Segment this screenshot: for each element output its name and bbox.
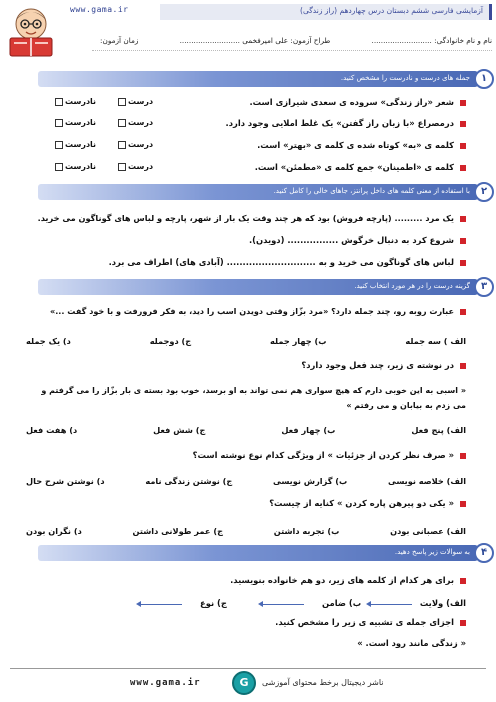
word-3: ج) نوع: [200, 598, 227, 608]
checkbox-icon[interactable]: [55, 162, 63, 171]
mc-options-3: الف) خلاصه نویسی ب) گزارش نویسی ج) نوشتن…: [26, 476, 466, 486]
mc-options-1: الف ) سه جمله ب) چهار جمله ج) دوجمله د) …: [26, 336, 466, 346]
mc-option[interactable]: ج) نوشتن زندگی نامه: [145, 476, 233, 486]
tf-false-1[interactable]: نادرست: [55, 97, 96, 106]
checkbox-icon[interactable]: [118, 118, 126, 127]
checkbox-icon[interactable]: [55, 97, 63, 106]
tf-item-4: کلمه ی «اطمینان» جمع کلمه ی «مطمئن» است.: [26, 162, 466, 172]
mc-option[interactable]: الف) پنج فعل: [411, 425, 466, 435]
arrow-left-icon: [366, 601, 412, 607]
mc-option[interactable]: ب) تجربه داشتن: [273, 526, 340, 536]
mc-option[interactable]: ب) چهار فعل: [281, 425, 336, 435]
checkbox-icon[interactable]: [118, 97, 126, 106]
bullet-icon: [460, 99, 466, 106]
page-footer: www.gama.ir G ناشر دیجیتال برخط محتوای آ…: [0, 670, 496, 702]
bullet-icon: [460, 500, 466, 507]
footer-publisher: ناشر دیجیتال برخط محتوای آموزشی: [262, 678, 384, 687]
header-divider: [92, 50, 492, 51]
arrow-left-icon: [258, 601, 304, 607]
mc-question-3: « صرف نظر کردن از جزئیات » از ویژگی کدام…: [26, 450, 466, 460]
section-4-header: به سوالات زیر پاسخ دهید.: [38, 545, 478, 561]
checkbox-icon[interactable]: [118, 162, 126, 171]
mc-options-2: الف) پنج فعل ب) چهار فعل ج) شش فعل د) هف…: [26, 425, 466, 435]
bullet-icon: [460, 362, 466, 369]
mc-option[interactable]: الف) عصبانی بودن: [390, 526, 466, 536]
mc-option[interactable]: د) هفت فعل: [26, 425, 78, 435]
mc-option[interactable]: ج) عمر طولانی داشتن: [132, 526, 223, 536]
section-3-header: گزینه درست را در هر مورد انتخاب کنید.: [38, 279, 478, 295]
tf-false-3[interactable]: نادرست: [55, 140, 96, 149]
mc-question-1: عبارت روبه رو، چند جمله دارد؟ «مرد بزّاز…: [26, 306, 466, 316]
bullet-icon: [460, 308, 466, 315]
mc-options-4: الف) عصبانی بودن ب) تجربه داشتن ج) عمر ط…: [26, 526, 466, 536]
bullet-icon: [460, 120, 466, 127]
bullet-icon: [460, 619, 466, 626]
tf-true-1[interactable]: درست: [118, 97, 153, 106]
tf-true-4[interactable]: درست: [118, 162, 153, 171]
exam-time-field[interactable]: زمان آزمون:: [100, 36, 139, 45]
q4-question-2: اجزای جمله ی تشبیه ی زیر را مشخص کنید.: [26, 617, 466, 627]
mc-option[interactable]: د) نگران بودن: [26, 526, 82, 536]
section-3-number: ۳: [474, 277, 494, 297]
tf-item-2: درمصراع «با زبان راز گفتن» یک غلط املایی…: [26, 118, 466, 128]
fill-item-3: لباس های گوناگون می خرید و به ..........…: [26, 257, 466, 267]
mc-option[interactable]: الف) خلاصه نویسی: [388, 476, 466, 486]
mc-question-2-text: « اسبی به این خوبی دارم که هیچ سواری هم …: [41, 386, 466, 410]
gama-logo-icon: G: [232, 671, 256, 695]
section-2-header: با استفاده از معنی کلمه های داخل پرانتز،…: [38, 184, 478, 200]
footer-site-url[interactable]: www.gama.ir: [130, 678, 201, 688]
header-site-url: www.gama.ir: [70, 5, 129, 14]
student-name-field[interactable]: نام و نام خانوادگی: ....................…: [371, 36, 492, 45]
q4-question-1: برای هر کدام از کلمه های زیر، دو هم خانو…: [26, 575, 466, 585]
word-2: ب) ضامن: [322, 598, 362, 608]
mc-question-4: « یکی دو پیرهن پاره کردن » کنایه از چیست…: [26, 498, 466, 508]
checkbox-icon[interactable]: [55, 140, 63, 149]
checkbox-icon[interactable]: [118, 140, 126, 149]
bullet-icon: [460, 259, 466, 266]
mc-option[interactable]: ج) شش فعل: [153, 425, 206, 435]
section-1-title: جمله های درست و نادرست را مشخص کنید.: [340, 74, 470, 82]
bullet-icon: [460, 142, 466, 149]
section-4-title: به سوالات زیر پاسخ دهید.: [394, 548, 470, 556]
mc-option[interactable]: ب) چهار جمله: [270, 336, 327, 346]
tf-true-3[interactable]: درست: [118, 140, 153, 149]
page-header: www.gama.ir آزمایشی فارسی ششم دبستان درس…: [0, 0, 496, 62]
section-1-number: ۱: [474, 69, 494, 89]
footer-divider: [10, 668, 486, 669]
bullet-icon: [460, 577, 466, 584]
mc-question-2: در نوشته ی زیر، چند فعل وجود دارد؟: [26, 360, 466, 370]
simile-sentence: « زندگی مانند رود است. »: [357, 638, 466, 648]
section-2-number: ۲: [474, 182, 494, 202]
tf-true-2[interactable]: درست: [118, 118, 153, 127]
tf-item-3: کلمه ی «به» کوتاه شده ی کلمه ی «بهتر» اس…: [26, 140, 466, 150]
fill-item-2: شروع کرد به دنبال خرگوش ................…: [26, 235, 466, 245]
designer-label: طراح آزمون: علی امیرفخمی ...............…: [179, 36, 331, 45]
bullet-icon: [460, 215, 466, 222]
tf-item-1: شعر «راز زندگی» سروده ی سعدی شیرازی است.: [26, 97, 466, 107]
arrow-left-icon: [136, 601, 182, 607]
bullet-icon: [460, 164, 466, 171]
student-reading-icon: [9, 8, 53, 57]
mc-option[interactable]: د) نوشتن شرح حال: [26, 476, 105, 486]
section-2-title: با استفاده از معنی کلمه های داخل پرانتز،…: [273, 187, 470, 195]
section-1-header: جمله های درست و نادرست را مشخص کنید.: [38, 71, 478, 87]
checkbox-icon[interactable]: [55, 118, 63, 127]
tf-false-2[interactable]: نادرست: [55, 118, 96, 127]
fill-item-1: یک مرد ......... (پارچه فروش) بود که هر …: [26, 213, 466, 223]
mc-option[interactable]: د) یک جمله: [26, 336, 71, 346]
mc-option[interactable]: ج) دوجمله: [149, 336, 192, 346]
exam-title: آزمایشی فارسی ششم دبستان درس چهاردهم (را…: [160, 4, 492, 20]
section-3-title: گزینه درست را در هر مورد انتخاب کنید.: [354, 282, 470, 290]
section-4-number: ۴: [474, 543, 494, 563]
mc-option[interactable]: الف ) سه جمله: [405, 336, 466, 346]
bullet-icon: [460, 237, 466, 244]
bullet-icon: [460, 452, 466, 459]
word-1: الف) ولایت: [419, 598, 466, 608]
mc-option[interactable]: ب) گزارش نویسی: [273, 476, 348, 486]
student-info-fields: نام و نام خانوادگی: ....................…: [100, 36, 492, 45]
tf-false-4[interactable]: نادرست: [55, 162, 96, 171]
